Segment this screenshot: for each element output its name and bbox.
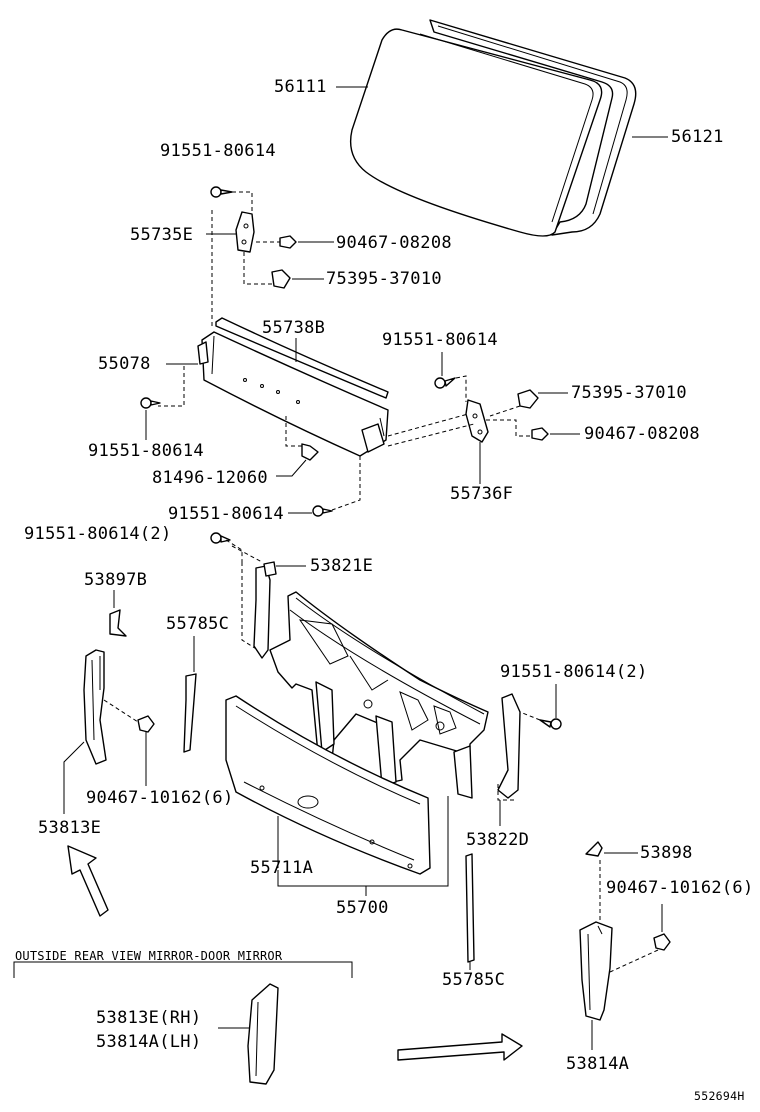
bolt-91551-lower-panel: [312, 505, 333, 517]
label-81496-12060: 81496-12060: [152, 468, 268, 488]
bracket-55735e: [235, 211, 255, 253]
bracket-55736f: [465, 399, 489, 443]
cowl-top-panel-55700: [269, 591, 489, 799]
bolt-91551-left-panel: [140, 397, 161, 409]
clip-75395-37010-upper: [271, 269, 291, 289]
label-91551-80614-a: 91551-80614: [160, 141, 276, 161]
label-55738b: 55738B: [262, 318, 326, 338]
label-91551-80614-2-b: 91551-80614(2): [500, 662, 648, 682]
seal-strip-55785c-right: [465, 853, 475, 963]
label-55711a: 55711A: [250, 858, 314, 878]
label-90467-10162-6-a: 90467-10162(6): [86, 788, 234, 808]
clip-75395-37010-right: [517, 389, 539, 409]
cover-clip-53897b: [109, 609, 127, 637]
clip-81496-12060: [301, 443, 319, 461]
diagram-id: 552694H: [694, 1089, 745, 1103]
clip-90467-10162-right: [653, 933, 671, 951]
section-label: OUTSIDE REAR VIEW MIRROR-DOOR MIRROR: [15, 949, 283, 963]
garnish-53814a: [579, 921, 613, 1021]
label-75395-37010-a: 75395-37010: [326, 269, 442, 289]
garnish-53813e: [83, 649, 107, 765]
bracket-53821e: [253, 561, 277, 659]
bolt-91551-right: [434, 377, 456, 389]
label-53897b: 53897B: [84, 570, 148, 590]
label-55785c-a: 55785C: [166, 614, 230, 634]
label-56111: 56111: [274, 77, 327, 97]
bolt-91551-upper-left: [210, 186, 233, 198]
label-53898: 53898: [640, 843, 693, 863]
label-56121: 56121: [671, 127, 724, 147]
label-53813e: 53813E: [38, 818, 102, 838]
label-53814a-lh: 53814A(LH): [96, 1032, 202, 1052]
label-55785c-b: 55785C: [442, 970, 506, 990]
cowl-panel-55078: [197, 331, 389, 457]
label-53814a: 53814A: [566, 1054, 630, 1074]
label-53813e-rh: 53813E(RH): [96, 1008, 202, 1028]
bracket-53822d: [497, 693, 521, 799]
direction-arrow-upper-left-icon: [67, 845, 109, 917]
direction-arrow-right-icon: [397, 1033, 523, 1061]
label-55700: 55700: [336, 898, 389, 918]
label-53821e: 53821E: [310, 556, 374, 576]
bolt-91551-middle-left: [210, 532, 231, 544]
clip-90467-08208-upper: [279, 235, 297, 249]
label-90467-08208-b: 90467-08208: [584, 424, 700, 444]
label-91551-80614-2-a: 91551-80614(2): [24, 524, 172, 544]
cowl-lower-panel-55711a: [225, 695, 431, 875]
cowl-seal-55738b: [215, 317, 389, 399]
label-55736f: 55736F: [450, 484, 514, 504]
label-90467-08208-a: 90467-08208: [336, 233, 452, 253]
label-55735e: 55735E: [130, 225, 194, 245]
label-53822d: 53822D: [466, 830, 530, 850]
label-91551-80614-b: 91551-80614: [382, 330, 498, 350]
clip-90467-08208-right: [531, 427, 549, 441]
label-91551-80614-d: 91551-80614: [168, 504, 284, 524]
cover-clip-53898: [585, 841, 603, 857]
clip-90467-10162-left: [137, 715, 155, 733]
label-55078: 55078: [98, 354, 151, 374]
garnish-53813e-rh-53814a-lh: [247, 983, 279, 1085]
bolt-91551-middle-right: [539, 718, 562, 730]
label-75395-37010-b: 75395-37010: [571, 383, 687, 403]
label-91551-80614-c: 91551-80614: [88, 441, 204, 461]
seal-strip-55785c-left: [183, 673, 197, 753]
section-bracket: [13, 961, 353, 978]
windshield-glass-56111: [349, 28, 603, 237]
label-90467-10162-6-b: 90467-10162(6): [606, 878, 754, 898]
